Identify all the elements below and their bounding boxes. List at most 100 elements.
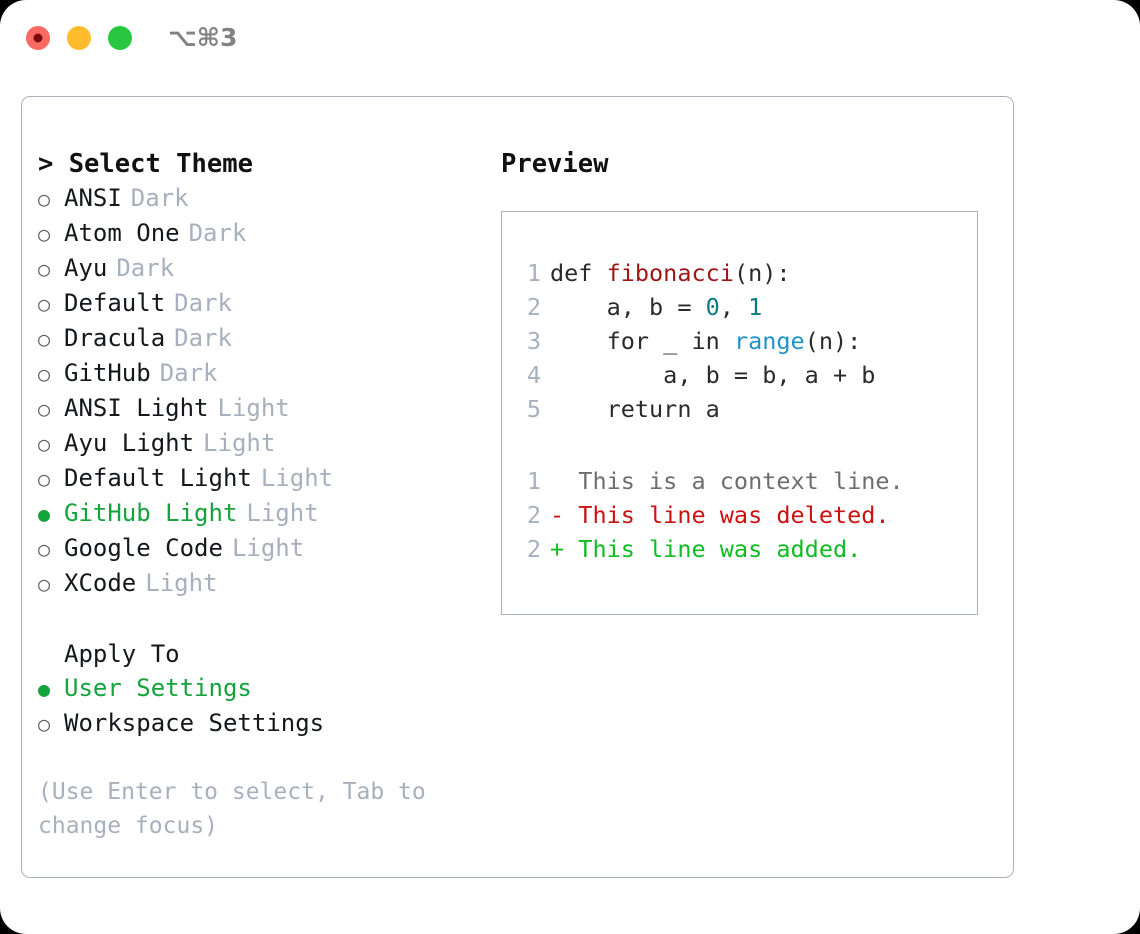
- theme-option-label: Default Light: [64, 464, 252, 492]
- theme-variant-tag: Light: [246, 499, 319, 527]
- radio-unselected-icon[interactable]: ○: [38, 432, 51, 456]
- radio-selected-icon[interactable]: ●: [38, 677, 51, 701]
- diff-line-text: + This line was added.: [550, 535, 862, 563]
- diff-line: 1 This is a context line.: [515, 464, 971, 498]
- line-number: 5: [526, 395, 541, 423]
- theme-variant-tag: Dark: [159, 359, 218, 387]
- radio-unselected-icon[interactable]: ○: [38, 362, 51, 386]
- theme-option-label: Default: [64, 289, 166, 317]
- code-token-plain: ,: [719, 293, 749, 321]
- theme-option[interactable]: ○ Atom One Dark: [38, 216, 488, 251]
- radio-unselected-icon[interactable]: ○: [38, 572, 51, 596]
- apply-to-option[interactable]: ● User Settings: [38, 671, 488, 706]
- theme-variant-tag: Light: [231, 534, 305, 562]
- theme-option-label: GitHub: [64, 359, 151, 387]
- theme-option-label: XCode: [64, 569, 137, 597]
- preview-heading: Preview: [501, 149, 609, 179]
- theme-variant-tag: Dark: [188, 219, 247, 247]
- close-inner-dot: [33, 33, 43, 43]
- code-token-plain: (n):: [733, 259, 791, 287]
- theme-option[interactable]: ○ Ayu Dark: [38, 251, 488, 286]
- radio-unselected-icon[interactable]: ○: [38, 537, 51, 561]
- radio-unselected-icon[interactable]: ○: [38, 222, 51, 246]
- code-line: 3 for _ in range(n):: [515, 324, 971, 358]
- diff-line-text: - This line was deleted.: [550, 501, 890, 529]
- theme-option-label: Ayu: [64, 254, 108, 282]
- code-token-num: 1: [748, 293, 763, 321]
- radio-unselected-icon[interactable]: ○: [38, 187, 51, 211]
- theme-option-label: ANSI: [64, 184, 122, 212]
- diff-line: 2 - This line was deleted.: [515, 498, 971, 532]
- theme-variant-tag: Dark: [174, 324, 232, 352]
- code-token-plain: def: [550, 259, 607, 287]
- code-line: 4 a, b = b, a + b: [515, 358, 971, 392]
- apply-to-section: Apply To ● User Settings ○ Workspace Settin…: [38, 637, 488, 741]
- code-line: 1 def fibonacci(n):: [515, 256, 971, 290]
- theme-variant-tag: Light: [203, 429, 276, 457]
- code-token-call: range: [733, 327, 805, 355]
- close-button[interactable]: [26, 26, 50, 50]
- apply-to-option-label: Workspace Settings: [64, 709, 325, 737]
- code-token-plain: a, b = b, a + b: [550, 361, 876, 389]
- theme-option[interactable]: ○ GitHub Dark: [38, 356, 488, 391]
- theme-variant-tag: Dark: [174, 289, 232, 317]
- radio-selected-icon[interactable]: ●: [38, 502, 51, 526]
- line-number: 1: [526, 259, 541, 287]
- line-number: 2: [526, 501, 541, 529]
- code-line-text: return a: [550, 392, 720, 426]
- zoom-button[interactable]: [108, 26, 132, 50]
- theme-option-label: Dracula: [64, 324, 166, 352]
- radio-unselected-icon[interactable]: ○: [38, 397, 51, 421]
- code-token-num: 0: [705, 293, 720, 321]
- theme-option-label: Atom One: [64, 219, 180, 247]
- apply-to-heading: Apply To: [64, 640, 180, 668]
- line-number: 2: [526, 535, 541, 563]
- radio-unselected-icon[interactable]: ○: [38, 292, 51, 316]
- line-number: 3: [526, 327, 541, 355]
- radio-unselected-icon[interactable]: ○: [38, 712, 51, 736]
- code-token-fn: fibonacci: [606, 259, 734, 287]
- theme-option-label: GitHub Light: [64, 499, 238, 527]
- minimize-button[interactable]: [67, 26, 91, 50]
- title-bar: ⌥⌘3: [0, 0, 1140, 78]
- radio-unselected-icon[interactable]: ○: [38, 327, 51, 351]
- theme-variant-tag: Light: [260, 464, 334, 492]
- theme-variant-tag: Dark: [130, 184, 189, 212]
- keyboard-shortcut-label: ⌥⌘3: [168, 23, 238, 52]
- theme-option[interactable]: ● GitHub Light Light: [38, 496, 488, 531]
- theme-option[interactable]: ○ Default Dark: [38, 286, 488, 321]
- diff-line: 2 + This line was added.: [515, 532, 971, 566]
- apply-to-option-label: User Settings: [64, 674, 252, 702]
- theme-option[interactable]: ○ Ayu Light Light: [38, 426, 488, 461]
- code-line: 2 a, b = 0, 1: [515, 290, 971, 324]
- theme-variant-tag: Light: [217, 394, 290, 422]
- theme-option[interactable]: ○ ANSI Light Light: [38, 391, 488, 426]
- theme-option[interactable]: ○ ANSI Dark: [38, 181, 488, 216]
- keyboard-hint: (Use Enter to select, Tab to change focu…: [38, 779, 426, 839]
- apply-to-option[interactable]: ○ Workspace Settings: [38, 706, 488, 741]
- theme-option-label: ANSI Light: [64, 394, 209, 422]
- theme-option-label: Ayu Light: [64, 429, 195, 457]
- window-controls: [26, 26, 132, 50]
- code-line-text: for _ in range(n):: [550, 324, 862, 358]
- theme-option-label: Google Code: [64, 534, 223, 562]
- radio-unselected-icon[interactable]: ○: [38, 257, 51, 281]
- theme-option[interactable]: ○ Default Light Light: [38, 461, 488, 496]
- theme-variant-tag: Dark: [116, 254, 175, 282]
- code-line-text: a, b = b, a + b: [550, 358, 875, 392]
- theme-option[interactable]: ○ Dracula Dark: [38, 321, 488, 356]
- code-token-plain: (n):: [804, 327, 862, 355]
- diff-preview: 1 This is a context line. 2 - This line wa…: [515, 464, 971, 566]
- radio-unselected-icon[interactable]: ○: [38, 467, 51, 491]
- theme-option[interactable]: ○ Google Code Light: [38, 531, 488, 566]
- code-line-text: a, b = 0, 1: [550, 290, 763, 324]
